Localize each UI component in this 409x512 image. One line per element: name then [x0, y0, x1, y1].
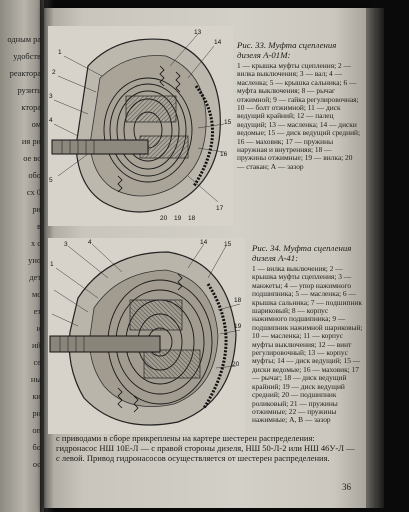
left-page-text-fragment: ны [30, 375, 41, 384]
callout-2: 2 [52, 69, 56, 76]
figure-33-title: Рис. 33. Муфта сцепления дизеля А-01М: [237, 40, 337, 60]
book-edge [366, 8, 376, 508]
figure-33-illustration [48, 26, 233, 226]
page-number: 36 [342, 482, 351, 492]
book-spine [376, 8, 384, 508]
callout-19: 19 [234, 323, 242, 330]
left-page-text-fragment: и [36, 324, 41, 333]
figure-34-callouts: 1 3 4 14 15 18 19 20 [50, 239, 242, 368]
left-page-text-fragment: дет [29, 273, 41, 282]
callout-15: 15 [224, 241, 232, 248]
callout-14: 14 [200, 239, 208, 246]
left-page-text-fragment: ия ри [21, 137, 41, 146]
callout-20: 20 [160, 215, 168, 222]
left-page-text-fragment: уно [28, 256, 41, 265]
callout-16: 16 [220, 151, 228, 158]
callout-15: 15 [224, 119, 232, 126]
left-page-text-fragment: ри [32, 205, 41, 214]
left-page-text-fragment: ий [32, 341, 41, 350]
callout-13: 13 [194, 29, 202, 36]
left-page-text-fragment: обо [28, 171, 41, 180]
left-page-text-fragment: ое вс [23, 154, 41, 163]
callout-18: 18 [234, 297, 242, 304]
callout-4: 4 [88, 239, 92, 246]
clutch-a41-drawing [49, 243, 241, 426]
body-paragraph: с приводами в сборе прикреплены на карте… [56, 433, 355, 464]
left-page-text-fragment: х с [31, 239, 41, 248]
left-page-text-fragment: рн [32, 409, 41, 418]
previous-page: одным ра удобств реактора рузить ктора ом ия р… [0, 0, 44, 512]
left-page-text-fragment: реактора [9, 69, 41, 78]
figure-34-caption: Рис. 34. Муфта сцепления дизеля А-41: 1 … [252, 243, 364, 425]
left-page-text-fragment: одным ра [7, 35, 41, 44]
callout-3: 3 [64, 241, 68, 248]
figure-34-illustration [48, 238, 245, 434]
left-page-text-fragment: ктора [21, 103, 41, 112]
callout-1: 1 [58, 49, 62, 56]
callout-14: 14 [214, 39, 222, 46]
left-page-text-fragment: бо [32, 443, 41, 452]
figure-33-legend: 1 — крышка муфты сцепления; 2 — вилка вы… [237, 61, 361, 171]
left-page-text-fragment: мс [31, 290, 41, 299]
left-page-text-fragment: ом [31, 120, 41, 129]
callout-5: 5 [49, 177, 53, 184]
left-page-text-fragment: удобств [13, 52, 41, 61]
left-page-text-fragment: ки [32, 392, 41, 401]
left-page-text-fragment: сх 0 [26, 188, 41, 197]
callout-18: 18 [188, 215, 196, 222]
callout-3: 3 [49, 93, 53, 100]
callout-4: 4 [49, 117, 53, 124]
callout-19: 19 [174, 215, 182, 222]
figure-34-legend: 1 — вилка выключения; 2 — крышка муфты с… [252, 264, 363, 425]
figure-34-title: Рис. 34. Муфта сцепления дизеля А-41: [252, 243, 352, 263]
figure-33-callouts: 1 2 3 4 5 13 14 15 16 17 18 19 20 [49, 29, 232, 222]
left-page-text-fragment: оп [32, 426, 41, 435]
left-page-text-fragment: в [37, 222, 41, 231]
left-page-text-fragment: рузить [17, 86, 41, 95]
callout-20: 20 [232, 361, 240, 368]
left-page-text-fragment: ос [32, 460, 41, 469]
left-page-text-fragment: се [33, 358, 41, 367]
left-page-text-fragment: ет [33, 307, 41, 316]
clutch-a01m-drawing [51, 33, 225, 213]
callout-1: 1 [50, 261, 54, 268]
figure-33-caption: Рис. 33. Муфта сцепления дизеля А-01М: 1… [237, 40, 361, 171]
callout-17: 17 [216, 205, 224, 212]
